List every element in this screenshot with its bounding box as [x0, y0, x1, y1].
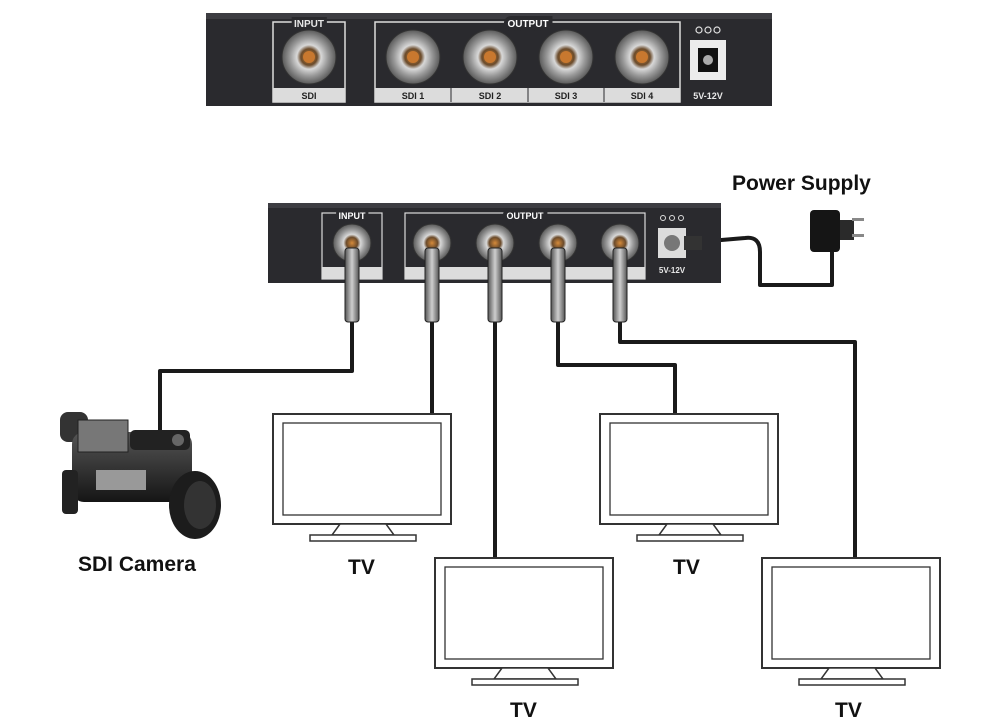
tv-1-label: TV	[348, 556, 375, 579]
power-supply-label: Power Supply	[732, 172, 871, 195]
camera-cable	[158, 320, 354, 440]
cables	[158, 235, 857, 560]
top-output-port-2: SDI 2	[479, 91, 502, 101]
top-output-port-1: SDI 1	[402, 91, 425, 101]
wired-input-heading: INPUT	[339, 211, 367, 221]
power-adapter-icon	[810, 210, 864, 252]
top-bnc-out2-icon	[462, 29, 518, 85]
dc-plug	[684, 236, 702, 250]
top-polarity-icon	[695, 26, 721, 34]
tv-3-label: TV	[673, 556, 700, 579]
top-output-port-3: SDI 3	[555, 91, 578, 101]
sdi-camera-label: SDI Camera	[78, 553, 196, 576]
wired-bnc-connectors	[332, 223, 640, 263]
top-bnc-out1-icon	[385, 29, 441, 85]
tv-2-label: TV	[510, 699, 537, 722]
top-output-heading: OUTPUT	[507, 19, 548, 30]
tv-3-icon	[599, 413, 779, 542]
top-input-port-label: SDI	[301, 91, 316, 101]
top-power-rating: 5V-12V	[693, 91, 723, 101]
tv3-cable	[556, 320, 677, 415]
power-cable	[685, 235, 834, 287]
tv4-cable	[618, 320, 857, 560]
wired-output-heading: OUTPUT	[507, 211, 545, 221]
top-output-port-4: SDI 4	[631, 91, 654, 101]
top-bnc-out4-icon	[614, 29, 670, 85]
top-bnc-out3-icon	[538, 29, 594, 85]
top-bnc-input-icon	[281, 29, 337, 85]
top-power-jack-icon	[690, 40, 726, 80]
tv-4-icon	[761, 557, 941, 686]
tv-4-label: TV	[835, 699, 862, 722]
tv-1-icon	[272, 413, 452, 542]
sdi-camera-icon	[60, 412, 221, 539]
tv-2-icon	[434, 557, 614, 686]
top-input-heading: INPUT	[294, 19, 324, 30]
wired-power-rating: 5V-12V	[659, 266, 686, 275]
wired-polarity-icon	[660, 215, 684, 221]
device-top-panel: INPUT SDI OUTPUT SDI 1 SDI 2 SDI 3 SDI 4	[206, 13, 772, 106]
bnc-plugs	[344, 247, 628, 323]
